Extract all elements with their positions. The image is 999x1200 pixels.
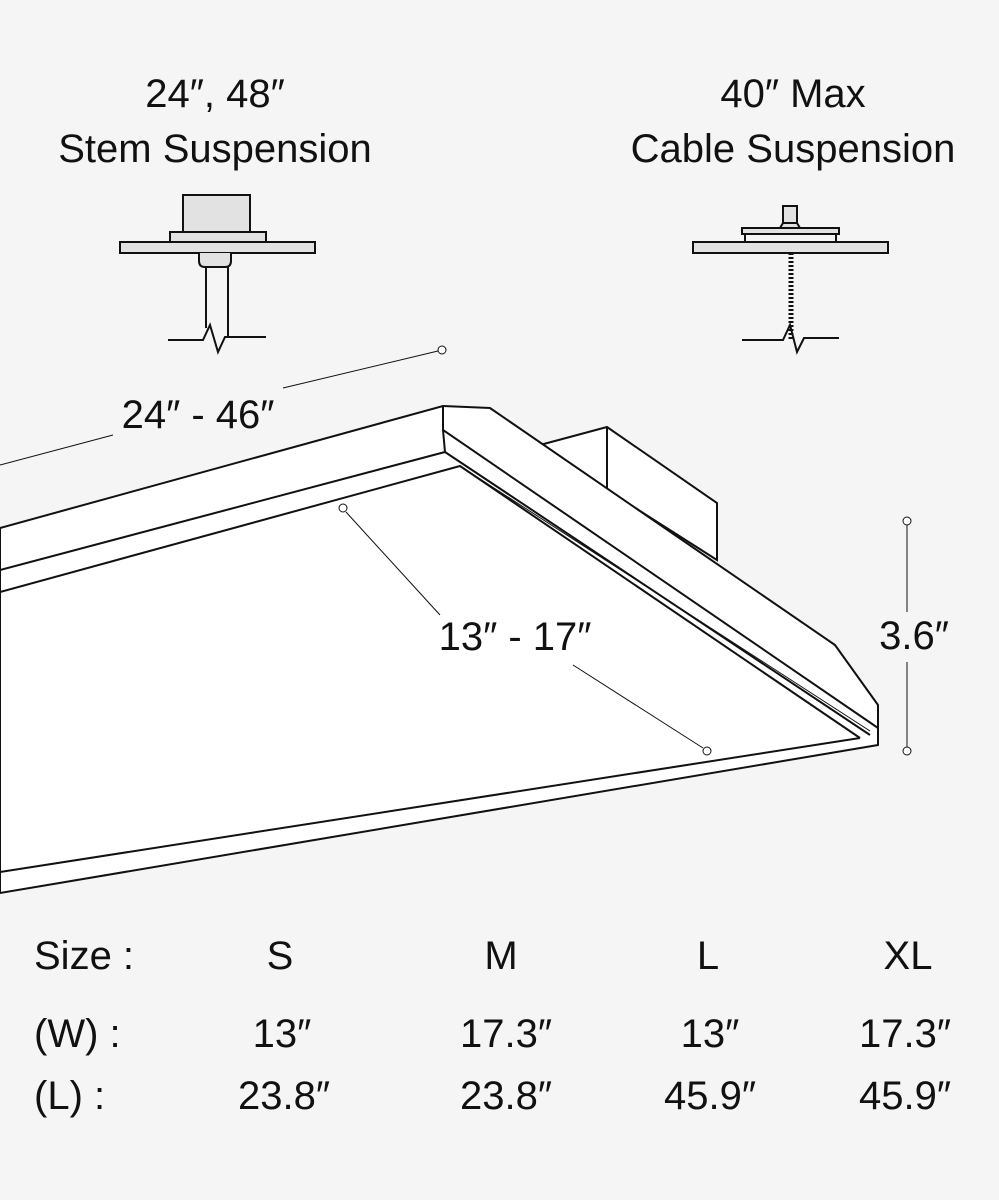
size-header-label: Size : [34,934,135,978]
table-cell: 23.8″ [237,1074,331,1118]
width-dimension-label: 13″ - 17″ [438,615,592,659]
height-dimension-label: 3.6″ [879,614,949,658]
table-cell: 13″ [680,1012,740,1056]
width-row-label: (W) : [34,1012,121,1056]
stem-suspension-label: Stem Suspension [58,127,372,171]
length-dimension-label: 24″ - 46″ [121,393,275,437]
dimension-point [902,746,912,756]
table-cell: 23.8″ [459,1074,553,1118]
cable-suspension-label: Cable Suspension [630,127,956,171]
dimension-point [338,503,348,513]
cable-length-label: 40″ Max [720,72,866,116]
stem-length-label: 24″, 48″ [145,72,285,116]
dimension-lines [0,345,912,756]
table-cell: 17.3″ [459,1012,553,1056]
cable-mount-icon [692,205,889,355]
size-header: M [484,934,518,978]
dimension-point [702,746,712,756]
stem-mount-icon [119,194,316,355]
size-header: XL [883,934,933,978]
table-cell: 13″ [252,1012,312,1056]
length-row-label: (L) : [34,1074,106,1118]
dimension-point [437,345,447,355]
fixture-body [0,404,879,895]
table-cell: 45.9″ [858,1074,952,1118]
table-cell: 17.3″ [858,1012,952,1056]
table-cell: 45.9″ [663,1074,757,1118]
dimension-point [902,516,912,526]
size-header: L [696,934,720,978]
size-header: S [266,934,294,978]
